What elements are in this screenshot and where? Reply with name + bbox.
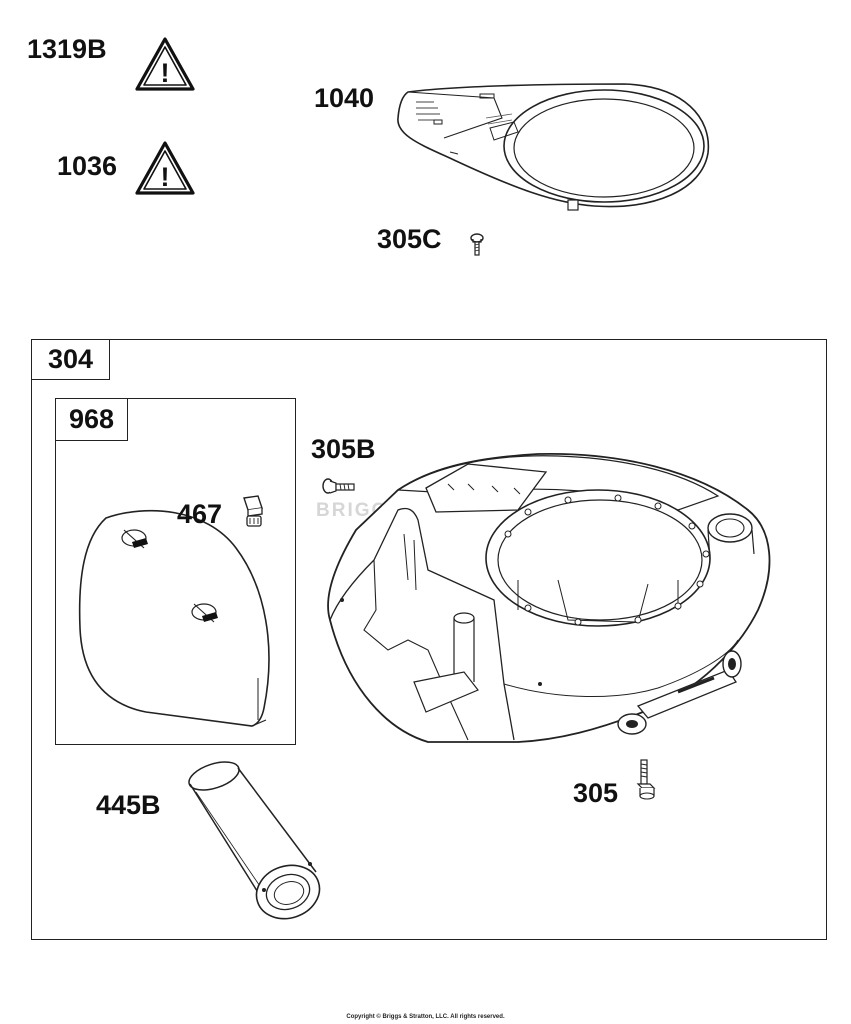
callout-467: 467 bbox=[177, 499, 223, 529]
callout-305b: 305B bbox=[311, 434, 376, 464]
callout-305c: 305C bbox=[377, 224, 442, 254]
screw-305-part bbox=[636, 759, 656, 800]
callout-1036: 1036 bbox=[57, 151, 118, 181]
knob-467-part bbox=[243, 495, 263, 527]
screw-305b-part bbox=[322, 478, 355, 494]
latch-icon bbox=[121, 529, 148, 549]
callout-1319b: 1319B bbox=[27, 34, 107, 64]
callout-445b: 445B bbox=[96, 790, 161, 820]
callout-305: 305 bbox=[573, 778, 619, 808]
callout-968: 968 bbox=[56, 399, 128, 441]
air-filter-element-part bbox=[188, 761, 321, 920]
blower-housing-part bbox=[327, 452, 771, 743]
cover-plate-part bbox=[397, 83, 710, 211]
warning-triangle-icon: ! bbox=[135, 141, 195, 195]
callout-304: 304 bbox=[32, 340, 110, 380]
callout-1040: 1040 bbox=[314, 83, 375, 113]
warning-triangle-icon: ! bbox=[135, 37, 195, 91]
screw-305c-part bbox=[470, 233, 484, 256]
air-filter-cover-part bbox=[78, 509, 270, 727]
copyright-footer: Copyright © Briggs & Stratton, LLC. All … bbox=[346, 1014, 505, 1020]
warning-mark: ! bbox=[161, 58, 170, 88]
assembly-304-box: 304 bbox=[31, 339, 827, 940]
latch-icon bbox=[191, 603, 218, 623]
kit-968-box: 968 bbox=[55, 398, 296, 745]
warning-mark: ! bbox=[161, 162, 170, 192]
